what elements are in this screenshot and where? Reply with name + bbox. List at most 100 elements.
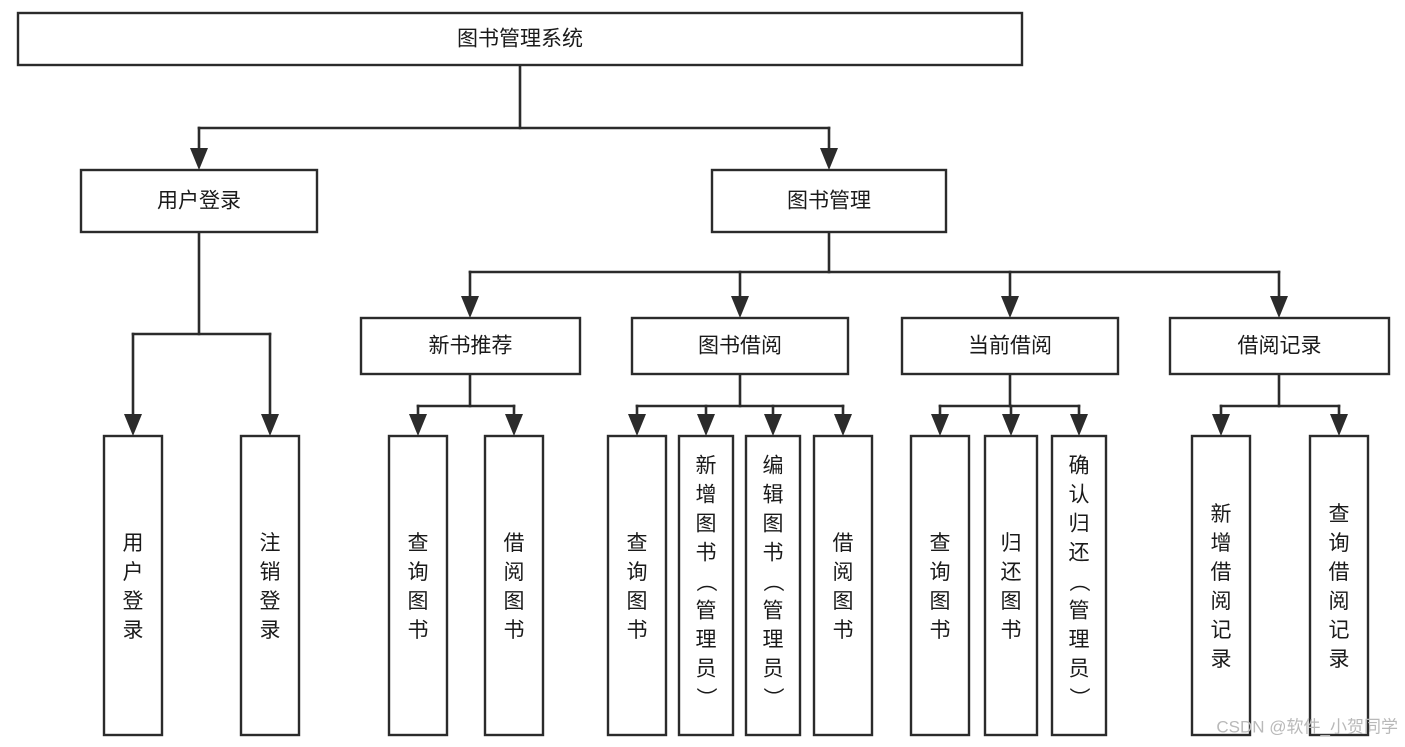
node-label-char: 图 xyxy=(930,590,951,613)
arrow-head-icon xyxy=(1002,414,1020,436)
node-box xyxy=(1168,316,1391,376)
node-level2-图书管理[interactable]: 图书管理 xyxy=(710,168,948,234)
node-label-char: 管 xyxy=(1069,600,1090,623)
node-label-char: 用 xyxy=(123,532,144,555)
node-label-char: 还 xyxy=(1001,561,1022,584)
node-label-char: 户 xyxy=(123,561,144,584)
node-label-char: 书 xyxy=(1001,619,1022,642)
arrow-head-icon xyxy=(628,414,646,436)
node-level3-图书借阅[interactable]: 图书借阅 xyxy=(630,316,850,376)
node-label-char: 图 xyxy=(763,513,784,536)
node-label-char: 录 xyxy=(1329,648,1350,671)
node-label-char: 书 xyxy=(696,542,717,565)
node-box xyxy=(102,434,164,737)
node-label-char: 图 xyxy=(696,513,717,536)
node-label-char: 注 xyxy=(260,532,281,555)
connector-group-root-to-level2 xyxy=(190,63,838,170)
node-label-char: 编 xyxy=(763,455,784,478)
arrow-head-icon xyxy=(461,296,479,318)
node-box xyxy=(239,434,301,737)
node-label-char: 查 xyxy=(1329,503,1350,526)
node-label-char: （ xyxy=(694,571,717,592)
connector-layer xyxy=(124,63,1348,436)
arrow-head-icon xyxy=(261,414,279,436)
node-box xyxy=(359,316,582,376)
node-label-char: 图 xyxy=(627,590,648,613)
node-label-char: ） xyxy=(761,687,784,708)
node-label: 当前借阅 xyxy=(968,335,1052,358)
node-label-char: 员 xyxy=(1069,658,1090,681)
connector-group-current-to-leaves xyxy=(931,372,1088,436)
arrow-head-icon xyxy=(697,414,715,436)
node-label-char: 查 xyxy=(930,532,951,555)
node-label-char: 书 xyxy=(408,619,429,642)
node-label-char: 询 xyxy=(408,561,429,584)
node-label-char: 询 xyxy=(1329,532,1350,555)
node-label-char: 增 xyxy=(1211,532,1232,555)
node-box xyxy=(483,434,545,737)
node-label-char: 记 xyxy=(1211,619,1232,642)
node-box xyxy=(744,434,802,737)
node-box xyxy=(630,316,850,376)
node-label-char: 归 xyxy=(1001,532,1022,555)
node-label: 图书管理系统 xyxy=(457,28,583,51)
connector-group-recommend-to-leaves xyxy=(409,372,523,436)
node-label-char: 理 xyxy=(1069,629,1090,652)
node-label-char: 管 xyxy=(763,600,784,623)
node-level3-借阅记录[interactable]: 借阅记录 xyxy=(1168,316,1391,376)
arrow-head-icon xyxy=(409,414,427,436)
node-label-char: 录 xyxy=(260,619,281,642)
node-label-char: 阅 xyxy=(1329,590,1350,613)
node-label-char: （ xyxy=(761,571,784,592)
node-label-char: 理 xyxy=(696,629,717,652)
node-label-char: 新 xyxy=(696,455,717,478)
node-label-char: 图 xyxy=(408,590,429,613)
node-label-char: 登 xyxy=(260,590,281,613)
arrow-head-icon xyxy=(1270,296,1288,318)
node-leaf-用户登录[interactable]: 用户登录 xyxy=(102,434,164,737)
connector-group-login-to-leaves xyxy=(124,230,279,436)
node-box xyxy=(1050,434,1108,737)
node-label: 借阅记录 xyxy=(1238,335,1322,358)
node-label-char: 管 xyxy=(696,600,717,623)
node-box xyxy=(1308,434,1370,737)
node-level3-当前借阅[interactable]: 当前借阅 xyxy=(900,316,1120,376)
node-root-图书管理系统[interactable]: 图书管理系统 xyxy=(16,11,1024,67)
node-box xyxy=(677,434,735,737)
node-label-char: 图 xyxy=(1001,590,1022,613)
arrow-head-icon xyxy=(764,414,782,436)
node-label-char: 归 xyxy=(1069,513,1090,536)
arrow-head-icon xyxy=(505,414,523,436)
csdn-watermark: CSDN @软件_小贺同学 xyxy=(1216,717,1398,736)
node-label-char: 认 xyxy=(1069,484,1090,507)
node-box xyxy=(909,434,971,737)
node-box xyxy=(710,168,948,234)
connector-group-record-to-leaves xyxy=(1212,372,1348,436)
arrow-head-icon xyxy=(124,414,142,436)
node-label-char: 录 xyxy=(1211,648,1232,671)
node-level2-用户登录[interactable]: 用户登录 xyxy=(79,168,319,234)
node-layer: 图书管理系统用户登录图书管理新书推荐图书借阅当前借阅借阅记录用户登录注销登录查询… xyxy=(16,11,1391,737)
node-label-char: ） xyxy=(1067,687,1090,708)
node-label-char: 书 xyxy=(763,542,784,565)
connector-group-borrow-to-leaves xyxy=(628,372,852,436)
node-label: 图书管理 xyxy=(787,190,871,213)
node-level3-新书推荐[interactable]: 新书推荐 xyxy=(359,316,582,376)
node-label-char: 理 xyxy=(763,629,784,652)
node-label-char: 登 xyxy=(123,590,144,613)
node-label-char: 询 xyxy=(627,561,648,584)
node-box xyxy=(79,168,319,234)
node-label-char: 书 xyxy=(833,619,854,642)
